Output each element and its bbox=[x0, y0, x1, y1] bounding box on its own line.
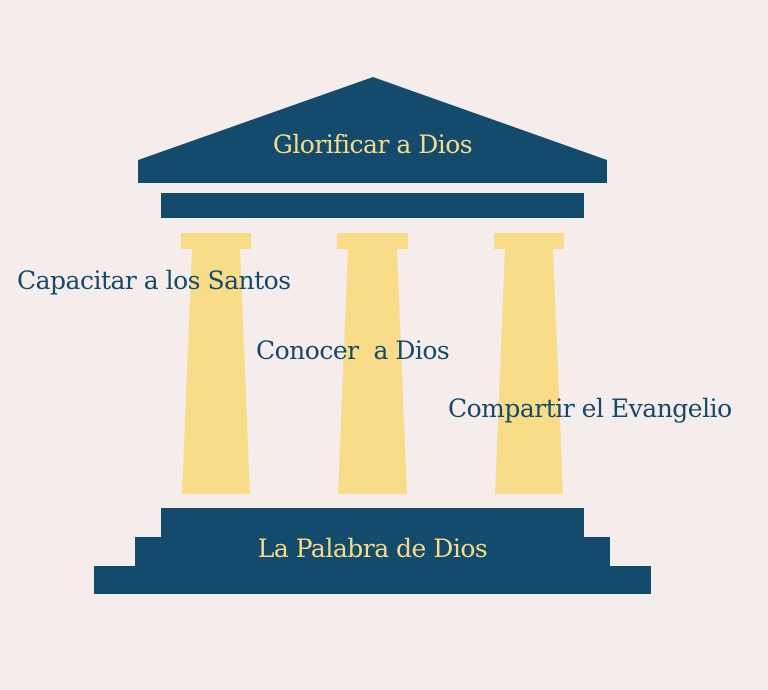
temple-roof bbox=[138, 77, 607, 183]
roof-label: Glorificar a Dios bbox=[272, 130, 473, 159]
temple-column-3 bbox=[494, 233, 564, 494]
temple-column-1 bbox=[181, 233, 251, 494]
column-1-capital bbox=[181, 233, 251, 249]
column-2-shaft bbox=[338, 249, 407, 494]
temple-column-2 bbox=[337, 233, 408, 494]
base-step-top bbox=[161, 508, 584, 538]
temple-base bbox=[94, 508, 651, 594]
column-3-capital bbox=[494, 233, 564, 249]
temple-beam bbox=[161, 193, 584, 218]
pillar-label-compartir: Compartir el Evangelio bbox=[448, 394, 732, 423]
pillar-label-capacitar: Capacitar a los Santos bbox=[17, 266, 291, 295]
column-3-shaft bbox=[495, 249, 563, 494]
base-step-bottom bbox=[94, 566, 651, 594]
base-label: La Palabra de Dios bbox=[257, 534, 488, 563]
base-step-middle bbox=[135, 537, 610, 567]
column-1-shaft bbox=[182, 249, 250, 494]
pillar-label-conocer: Conocer a Dios bbox=[256, 336, 450, 365]
column-2-capital bbox=[337, 233, 408, 249]
